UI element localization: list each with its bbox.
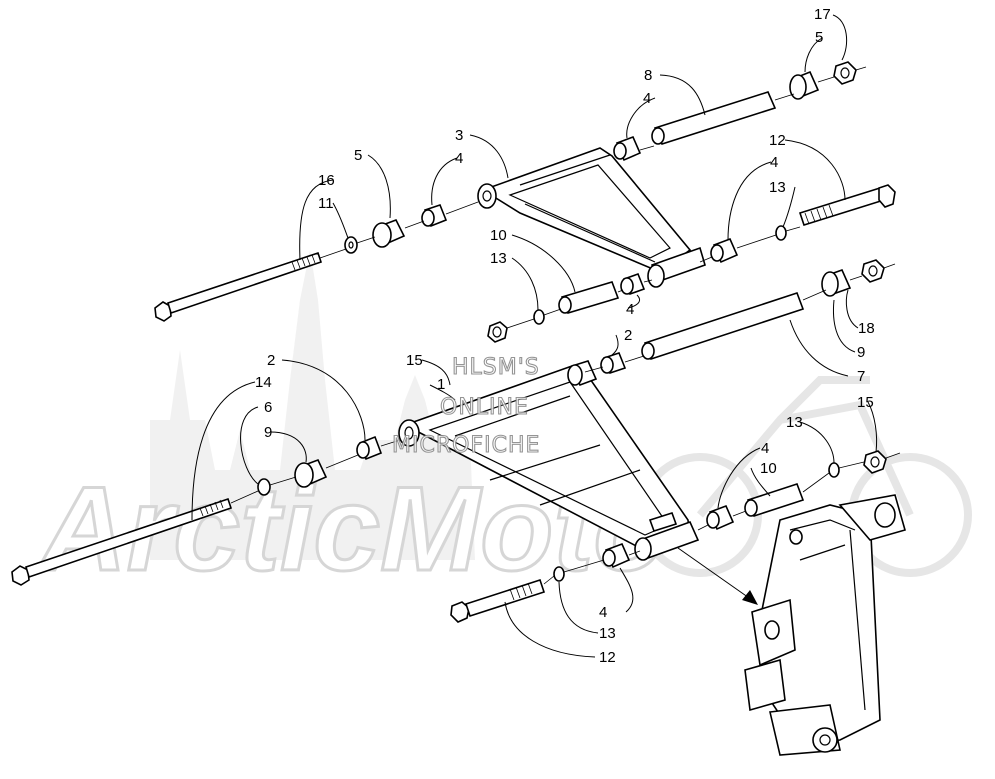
callout-2: 2 <box>267 352 275 369</box>
assembly-arrow <box>677 547 758 605</box>
bolt-12a <box>798 184 896 226</box>
washer-6 <box>257 478 271 496</box>
callout-4: 4 <box>599 604 607 621</box>
flanged-bushing-5a <box>372 218 406 248</box>
callout-1: 1 <box>437 376 445 393</box>
watermark-text-group: HLSM'S ONLINE MICROFICHE <box>391 354 540 458</box>
callout-12: 12 <box>599 649 616 666</box>
bushing-4f <box>602 542 631 569</box>
sleeve-10b <box>744 483 805 517</box>
flanged-bushing-9b <box>294 458 328 488</box>
upper-a-arm-3 <box>477 147 706 288</box>
washer-13b <box>533 309 545 325</box>
watermark-line-3: MICROFICHE <box>392 433 540 458</box>
sleeve-7 <box>641 292 805 360</box>
flanged-bushing-9a <box>821 268 852 297</box>
callout-10: 10 <box>490 227 507 244</box>
watermark-motorcycle-frame <box>696 376 914 518</box>
leader-lines <box>191 14 878 658</box>
watermark-line-2: ONLINE <box>440 395 529 420</box>
callout-4: 4 <box>770 154 778 171</box>
callout-13: 13 <box>599 625 616 642</box>
callout-3: 3 <box>455 127 463 144</box>
nut-17 <box>833 61 857 85</box>
callout-16: 16 <box>318 172 335 189</box>
sleeve-8 <box>651 91 777 145</box>
callout-11: 11 <box>318 195 334 212</box>
callout-13: 13 <box>490 250 507 267</box>
bushing-2a <box>600 352 627 374</box>
nut-15b <box>863 450 887 474</box>
watermark-line-1: HLSM'S <box>452 355 540 380</box>
center-lines <box>230 66 901 585</box>
washer-13c <box>828 462 840 478</box>
washer-13d <box>553 566 565 582</box>
callout-6: 6 <box>264 399 272 416</box>
callout-8: 8 <box>644 67 652 84</box>
bolt-14 <box>11 497 233 586</box>
callout-17: 17 <box>814 6 831 23</box>
callout-4: 4 <box>455 150 463 167</box>
callout-4: 4 <box>761 440 769 457</box>
lower-a-arm-assembly <box>11 360 887 623</box>
callout-10: 10 <box>760 460 777 477</box>
bushing-4a <box>421 204 448 228</box>
callout-15: 15 <box>857 394 874 411</box>
callout-14: 14 <box>255 374 272 391</box>
callout-12: 12 <box>769 132 786 149</box>
callout-4: 4 <box>626 301 634 318</box>
callout-13: 13 <box>769 179 786 196</box>
bushing-2b <box>356 435 383 461</box>
callout-9: 9 <box>857 344 865 361</box>
spindle <box>744 494 906 756</box>
flanged-bushing-5b <box>789 70 820 100</box>
callout-4: 4 <box>643 90 651 107</box>
callout-5: 5 <box>354 147 362 164</box>
lower-a-arm-1 <box>398 360 700 561</box>
washer-13a <box>775 225 787 241</box>
nut-15a <box>487 321 508 343</box>
callout-5: 5 <box>815 29 823 46</box>
bolt-16 <box>154 251 323 322</box>
bushing-4c <box>710 237 739 264</box>
bolt-12b <box>450 578 546 623</box>
sleeve-10a <box>558 281 620 314</box>
callout-7: 7 <box>857 368 865 385</box>
nut-18 <box>861 259 885 283</box>
callout-9: 9 <box>264 424 272 441</box>
callout-18: 18 <box>858 320 875 337</box>
callout-2: 2 <box>624 327 632 344</box>
bushing-4e <box>706 504 735 531</box>
upper-a-arm-assembly <box>154 61 896 374</box>
callout-15: 15 <box>406 352 423 369</box>
watermark-skyline <box>150 250 475 560</box>
callout-labels: 17 5 8 4 3 5 4 16 11 12 4 13 10 13 4 18 … <box>255 6 875 666</box>
bushing-4b <box>613 135 642 162</box>
washer-11 <box>344 236 358 254</box>
bushing-4d <box>620 272 646 296</box>
callout-13: 13 <box>786 414 803 431</box>
